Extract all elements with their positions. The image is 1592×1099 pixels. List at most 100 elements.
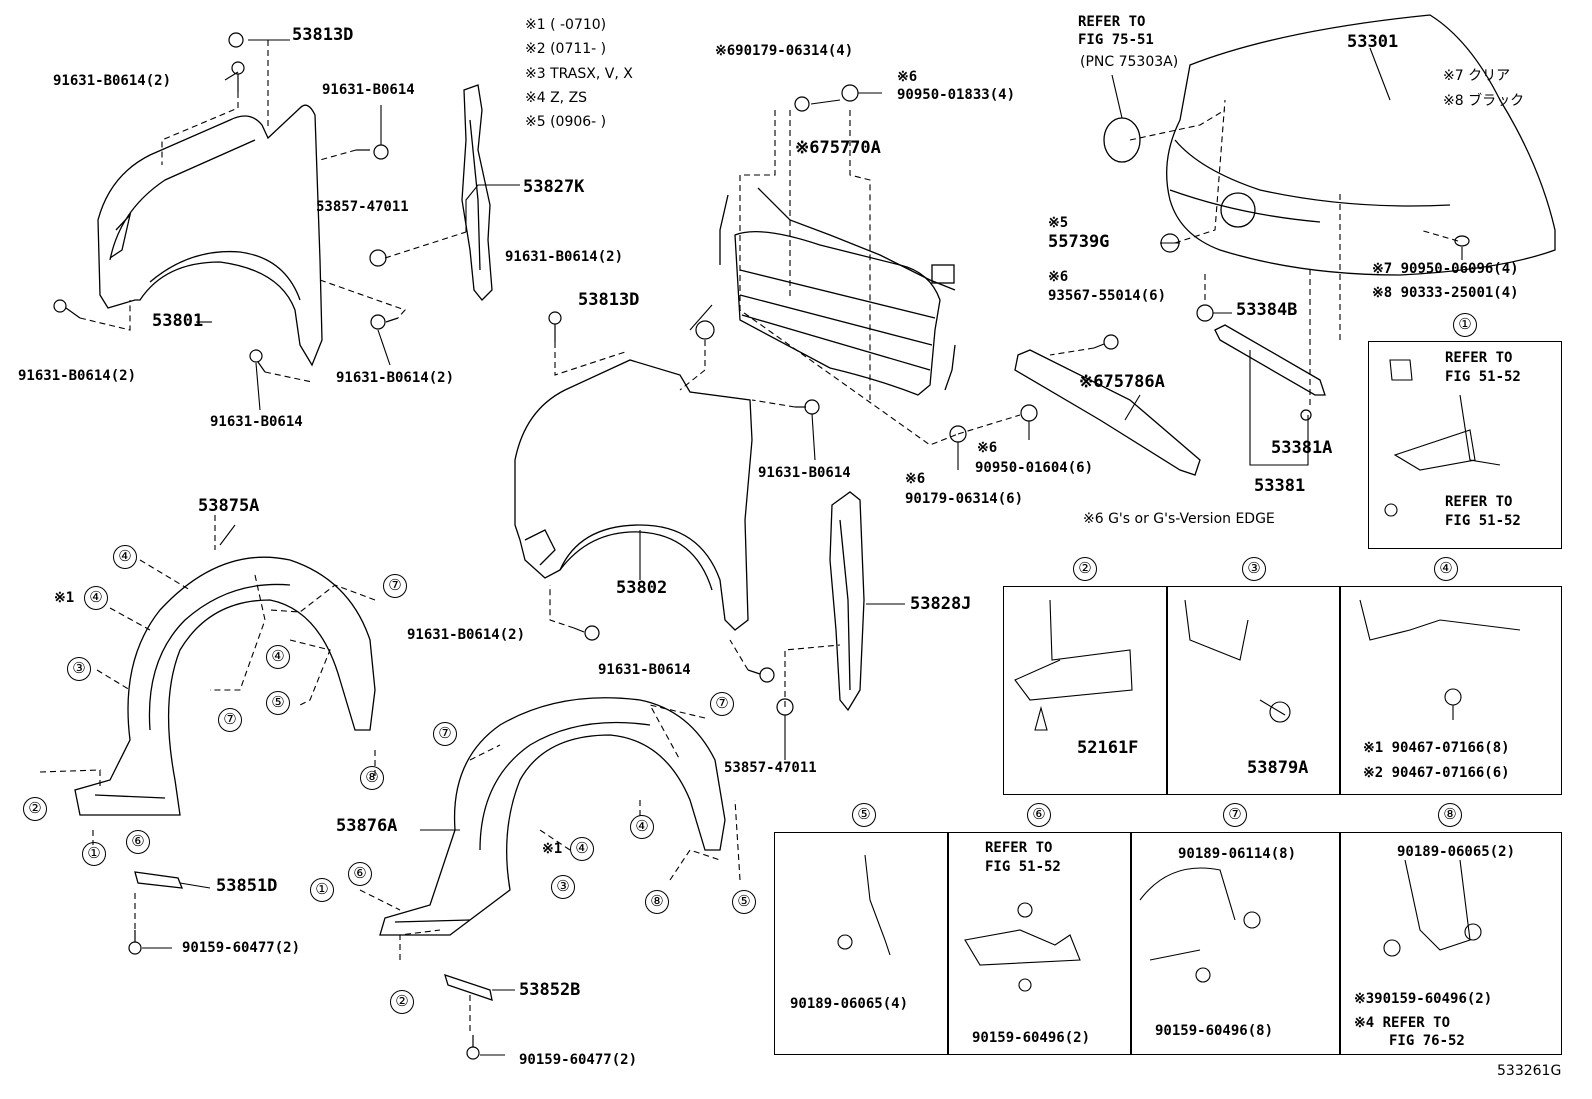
part-label: ※690179-06314(4) — [715, 43, 854, 59]
circle-number: ⑧ — [360, 766, 384, 790]
circle-number: ① — [1453, 313, 1477, 337]
part-label: ※1 — [54, 590, 75, 606]
pnc-label: (PNC 75303A) — [1080, 54, 1179, 70]
note-2: ※2 (0711- ) — [525, 41, 607, 57]
part-label: 91631-B0614 — [758, 465, 851, 481]
part-label: 53827K — [523, 177, 585, 197]
part-label: ※675786A — [1079, 372, 1165, 392]
note-3: ※3 TRASX, V, X — [525, 66, 633, 82]
note-7: ※7 クリア — [1443, 68, 1511, 84]
part-label: ※6 — [977, 440, 998, 456]
circle-number: ④ — [84, 586, 108, 610]
circle-number: ② — [1073, 557, 1097, 581]
circle-number: ⑤ — [732, 890, 756, 914]
circle-number: ④ — [1434, 557, 1458, 581]
detail-box-4 — [1339, 586, 1562, 795]
circle-number: ⑧ — [645, 890, 669, 914]
part-label: 53875A — [198, 496, 260, 516]
part-label: 90159-60477(2) — [519, 1052, 638, 1068]
part-label: 90159-60477(2) — [182, 940, 301, 956]
refer-label: FIG 51-52 — [985, 859, 1061, 875]
part-label: ※6 — [1048, 269, 1069, 285]
note-6: ※6 G's or G's-Version EDGE — [1083, 511, 1275, 527]
part-label: 53857-47011 — [724, 760, 817, 776]
part-label: 90189-06065(2) — [1397, 844, 1516, 860]
part-label: 53876A — [336, 816, 398, 836]
refer-label: FIG 51-52 — [1445, 513, 1521, 529]
part-label: 53813D — [292, 25, 354, 45]
part-label: 91631-B0614(2) — [505, 249, 624, 265]
part-label: ※7 90950-06096(4) — [1372, 261, 1519, 277]
diagram-code: 533261G — [1497, 1063, 1562, 1079]
detail-box-5 — [774, 832, 949, 1055]
circle-number: ④ — [570, 837, 594, 861]
circle-number: ⑦ — [218, 708, 242, 732]
circle-number: ③ — [1242, 557, 1266, 581]
part-label: 53384B — [1236, 300, 1298, 320]
circle-number: ⑥ — [126, 830, 150, 854]
part-label: 90179-06314(6) — [905, 491, 1024, 507]
circle-number: ⑦ — [383, 574, 407, 598]
part-label: 52161F — [1077, 738, 1139, 758]
part-label: ※6 — [897, 69, 918, 85]
circle-number: ⑧ — [1438, 803, 1462, 827]
circle-number: ④ — [266, 645, 290, 669]
detail-box-6 — [947, 832, 1132, 1055]
refer-label: REFER TO — [1078, 14, 1146, 30]
circle-number: ⑥ — [348, 862, 372, 886]
hood-seal-drawing — [1014, 324, 1326, 476]
part-label: 90189-06065(4) — [790, 996, 909, 1012]
circle-number: ⑤ — [852, 803, 876, 827]
refer-label: FIG 75-51 — [1078, 32, 1154, 48]
grille-75770A-drawing — [719, 187, 956, 396]
circle-number: ① — [310, 878, 334, 902]
circle-number: ⑦ — [1223, 803, 1247, 827]
part-label: 53381A — [1271, 438, 1333, 458]
part-label: ※390159-60496(2) — [1354, 991, 1493, 1007]
part-label: ※8 90333-25001(4) — [1372, 285, 1519, 301]
detail-box-8 — [1339, 832, 1562, 1055]
part-label: 53828J — [910, 594, 972, 614]
part-label: ※675770A — [795, 138, 881, 158]
refer-label: REFER TO — [985, 840, 1053, 856]
detail-box-7 — [1130, 832, 1341, 1055]
circle-number: ② — [390, 990, 414, 1014]
liner-53875A-drawing — [74, 556, 376, 816]
seal-53827K-drawing — [461, 84, 493, 301]
part-label: 91631-B0614 — [598, 662, 691, 678]
part-label: 91631-B0614(2) — [336, 370, 455, 386]
part-label: 91631-B0614 — [210, 414, 303, 430]
circle-number: ② — [23, 797, 47, 821]
part-label: ※2 90467-07166(6) — [1363, 765, 1510, 781]
bracket-drawings — [134, 871, 493, 1001]
part-label: 90950-01604(6) — [975, 460, 1094, 476]
part-label: ※5 — [1048, 215, 1069, 231]
circle-number: ⑤ — [266, 691, 290, 715]
detail-box-2 — [1003, 586, 1168, 795]
part-label: ※6 — [905, 471, 926, 487]
solid-leaders — [142, 39, 1463, 1056]
part-label: 91631-B0614 — [322, 82, 415, 98]
note-1: ※1 ( -0710) — [525, 17, 607, 33]
refer-label: FIG 51-52 — [1445, 369, 1521, 385]
note-8: ※8 ブラック — [1443, 93, 1525, 109]
part-label: 90950-01833(4) — [897, 87, 1016, 103]
part-label: 90189-06114(8) — [1178, 846, 1297, 862]
circle-number: ① — [82, 842, 106, 866]
part-label: 53802 — [616, 578, 668, 598]
part-label: 91631-B0614(2) — [407, 627, 526, 643]
part-label: 53857-47011 — [316, 199, 409, 215]
detail-box-1 — [1368, 341, 1562, 549]
dashed-leaders — [39, 40, 1459, 1035]
part-label: 53801 — [152, 311, 204, 331]
part-label: 55739G — [1048, 232, 1110, 252]
circle-number: ④ — [113, 545, 137, 569]
circle-number: ④ — [630, 815, 654, 839]
liner-53876A-drawing — [379, 697, 726, 936]
part-label: 53381 — [1254, 476, 1306, 496]
circle-number: ③ — [551, 875, 575, 899]
part-label: 53879A — [1247, 758, 1309, 778]
part-label: 53813D — [578, 290, 640, 310]
